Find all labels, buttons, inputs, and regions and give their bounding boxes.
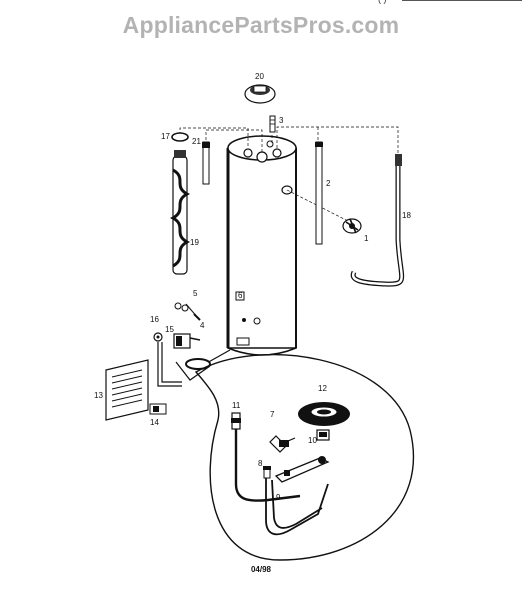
tank-body[interactable]	[226, 135, 297, 356]
part-label: 10	[308, 436, 317, 445]
part-11-pilot-tube[interactable]	[231, 412, 301, 502]
part-8-fitting[interactable]	[263, 466, 271, 479]
part-17-washer[interactable]	[171, 132, 189, 142]
top-rule	[402, 0, 522, 1]
tube-lines	[157, 342, 231, 387]
part-2-dip-tube[interactable]	[315, 141, 323, 245]
footer-code: 04/98	[250, 565, 272, 574]
part-20-cap[interactable]	[244, 84, 276, 104]
part-labels: 1 2 3 4 5 6 7 8 9 10 11 12 13 14 15 16 1…	[94, 72, 411, 502]
part-label: 7	[270, 410, 275, 419]
part-label: 1	[364, 234, 369, 243]
part-label: 3	[279, 116, 284, 125]
part-label: 11	[232, 401, 241, 410]
part-label: 19	[190, 238, 199, 247]
top-mark: ( )	[378, 0, 387, 4]
part-label: 4	[200, 321, 205, 330]
part-label: 21	[192, 137, 201, 146]
part-10-orifice[interactable]	[316, 429, 330, 441]
part-18-anode[interactable]	[350, 154, 405, 287]
part-3-nipple[interactable]	[269, 115, 276, 133]
part-label: 16	[150, 315, 159, 324]
part-label: 12	[318, 384, 327, 393]
part-1-drain-valve[interactable]	[342, 218, 362, 234]
burner-ring[interactable]	[185, 358, 211, 370]
part-label: 6	[238, 291, 243, 300]
part-9-thermocouple[interactable]	[265, 478, 329, 536]
part-label: 9	[276, 493, 281, 502]
part-7-pilot-assembly[interactable]	[269, 435, 296, 453]
part-12-burner[interactable]	[298, 402, 350, 426]
watermark-text: AppliancePartsPros.com	[122, 12, 400, 38]
manifold[interactable]	[274, 456, 330, 483]
part-label: 15	[165, 325, 174, 334]
part-5-fitting[interactable]	[174, 302, 201, 321]
part-19-flex-connector[interactable]	[169, 150, 191, 275]
detail-callout	[194, 354, 415, 561]
part-13-access-door[interactable]	[105, 359, 149, 421]
part-label: 8	[258, 459, 263, 468]
part-label: 13	[94, 391, 103, 400]
part-label: 14	[150, 418, 159, 427]
part-label: 20	[255, 72, 264, 81]
part-label: 5	[193, 289, 198, 298]
part-14-bracket[interactable]	[149, 403, 167, 415]
part-21-dip-tube[interactable]	[202, 141, 210, 185]
part-label: 18	[402, 211, 411, 220]
part-label: 17	[161, 132, 170, 141]
part-label: 2	[326, 179, 331, 188]
part-16-fitting[interactable]	[153, 332, 163, 342]
part-15-gas-valve[interactable]	[173, 333, 201, 349]
